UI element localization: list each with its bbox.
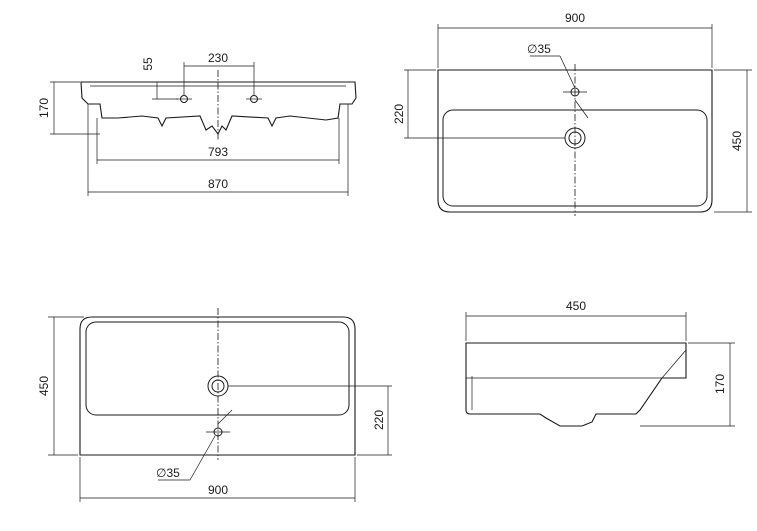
front-view-dim-depth: 170 <box>37 98 51 118</box>
top-view-dim-drain-offset: 220 <box>392 104 406 124</box>
side-view-basin-outline <box>465 342 687 427</box>
front-view-dim-overall-width: 870 <box>208 177 228 191</box>
bottom-view-leader-hole <box>189 435 216 481</box>
front-view: 230 55 170 793 870 <box>37 51 357 196</box>
top-view-leader-hole <box>559 55 576 89</box>
bottom-view-dim-depth: 450 <box>37 376 51 396</box>
front-view-basin-outline <box>80 81 357 136</box>
top-view: 900 ∅35 220 450 <box>392 11 752 216</box>
front-view-dim-inner-width: 793 <box>208 145 228 159</box>
front-view-dim-tap-spacing: 230 <box>208 51 228 65</box>
side-view: 450 170 <box>465 299 735 427</box>
front-view-dim-tap-offset: 55 <box>141 57 155 71</box>
side-view-dim-height: 170 <box>713 374 727 394</box>
side-view-dim-width: 450 <box>566 299 586 313</box>
bottom-view-dim-drain-offset: 220 <box>372 410 386 430</box>
bottom-view-bowl <box>85 321 350 416</box>
top-view-dim-depth: 450 <box>730 131 744 151</box>
top-view-dim-hole: ∅35 <box>527 42 551 56</box>
bottom-view-dim-hole: ∅35 <box>156 466 180 480</box>
bottom-view-basin-outline <box>79 316 356 456</box>
bottom-view-dim-width: 900 <box>208 483 228 497</box>
top-view-dim-width: 900 <box>565 11 585 25</box>
bottom-view: 450 220 ∅35 900 <box>37 308 392 502</box>
